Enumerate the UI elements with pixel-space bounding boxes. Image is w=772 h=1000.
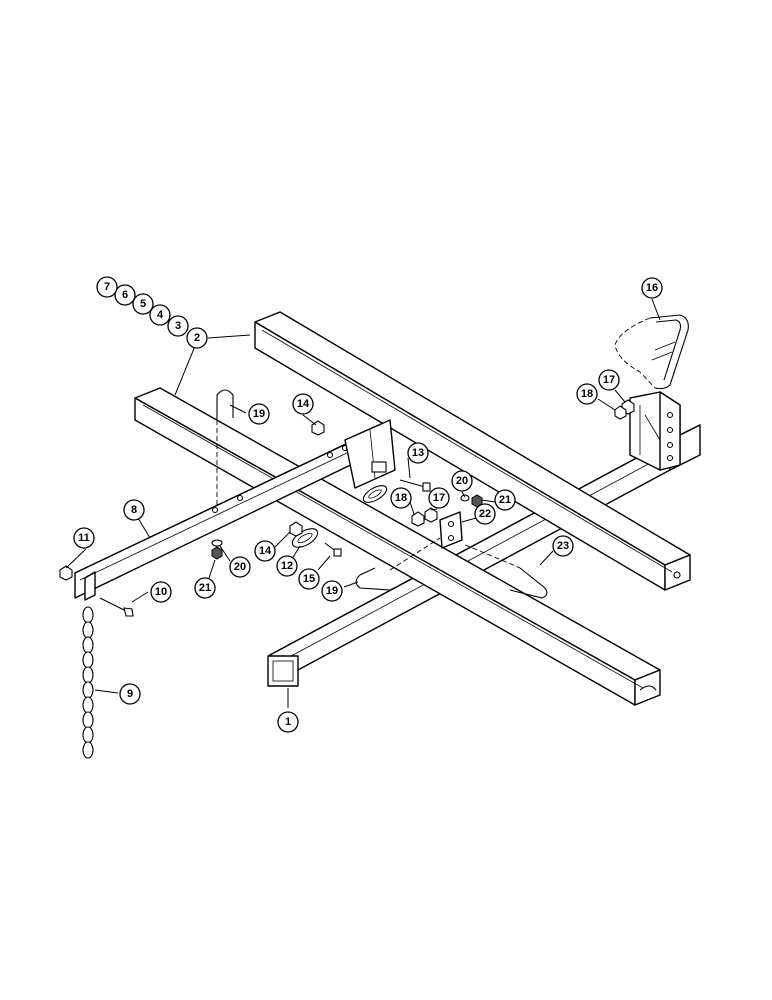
svg-text:14: 14	[259, 545, 272, 557]
hitch-bracket	[629, 391, 681, 471]
callout-21-upper: 21	[494, 489, 516, 511]
svg-text:20: 20	[234, 561, 246, 573]
svg-text:19: 19	[326, 585, 338, 597]
bolt-part-10	[99, 597, 134, 617]
callout-19-lower: 19	[321, 580, 343, 602]
svg-text:18: 18	[395, 492, 407, 504]
washer-part-20-lower	[211, 539, 223, 547]
bolt-part-13	[399, 479, 431, 492]
u-bolt-part-23	[464, 544, 548, 599]
svg-text:16: 16	[646, 282, 658, 294]
cross-tube-part-2-lower	[134, 387, 661, 706]
washer-part-20-upper	[460, 494, 470, 502]
hitch-pin-part-16	[614, 314, 689, 390]
nut-part-18-lower	[411, 511, 425, 527]
svg-text:1: 1	[285, 716, 291, 728]
svg-text:4: 4	[157, 309, 164, 321]
nut-part-21-lower	[211, 546, 223, 560]
svg-text:20: 20	[456, 475, 468, 487]
svg-text:9: 9	[127, 688, 133, 700]
leader-lines	[65, 298, 661, 708]
svg-text:10: 10	[155, 586, 167, 598]
svg-text:7: 7	[104, 281, 110, 293]
svg-text:6: 6	[122, 289, 128, 301]
svg-text:21: 21	[199, 582, 211, 594]
svg-text:8: 8	[131, 504, 137, 516]
callout-20-lower: 20	[229, 556, 251, 578]
nut-part-18-upper	[614, 405, 627, 420]
callout-18-upper: 18	[576, 383, 598, 405]
center-clamp-bracket	[344, 419, 396, 489]
svg-text:13: 13	[412, 447, 424, 459]
u-bolt-part-19-upper	[216, 389, 234, 505]
svg-text:15: 15	[303, 573, 315, 585]
svg-text:22: 22	[479, 508, 491, 520]
u-bolt-part-19-lower	[355, 537, 441, 591]
callout-9: 9	[119, 683, 141, 705]
safety-chain-part-9	[82, 606, 94, 759]
callout-22: 22	[474, 503, 496, 525]
nut-part-17-lower	[424, 507, 438, 523]
svg-text:5: 5	[140, 298, 146, 310]
callout-15: 15	[298, 568, 320, 590]
chain-link-center	[362, 485, 388, 503]
callout-19-upper: 19	[248, 403, 270, 425]
svg-text:23: 23	[557, 540, 569, 552]
callout-2: 2	[186, 327, 208, 349]
svg-text:2: 2	[194, 332, 200, 344]
callout-12: 12	[276, 555, 298, 577]
callout-16: 16	[641, 277, 663, 299]
svg-text:12: 12	[281, 560, 293, 572]
svg-text:21: 21	[499, 494, 511, 506]
svg-text:3: 3	[175, 320, 181, 332]
svg-text:11: 11	[78, 532, 90, 544]
callout-18-lower: 18	[390, 487, 412, 509]
nut-part-14-lower	[289, 521, 303, 537]
callout-4: 4	[149, 304, 171, 326]
callout-1: 1	[277, 711, 299, 733]
callout-14-lower: 14	[254, 540, 276, 562]
svg-text:17: 17	[603, 374, 615, 386]
callout-17-upper: 17	[598, 369, 620, 391]
callout-8: 8	[123, 499, 145, 521]
callout-7: 7	[96, 276, 118, 298]
callout-17-lower: 17	[428, 487, 450, 509]
callout-13: 13	[407, 442, 429, 464]
callout-14-upper: 14	[292, 393, 314, 415]
svg-text:17: 17	[433, 492, 445, 504]
callout-5: 5	[132, 293, 154, 315]
callout-6: 6	[114, 284, 136, 306]
svg-text:18: 18	[581, 388, 593, 400]
nut-part-11	[59, 565, 73, 581]
callout-21-lower: 21	[194, 577, 216, 599]
callout-23: 23	[552, 535, 574, 557]
plate-part-22	[439, 511, 463, 549]
callout-20-upper: 20	[451, 470, 473, 492]
bolt-part-15	[324, 542, 342, 557]
cross-tube-part-2-upper	[254, 311, 691, 591]
callout-10: 10	[150, 581, 172, 603]
svg-text:14: 14	[297, 398, 310, 410]
callout-11: 11	[73, 527, 95, 549]
callout-3: 3	[167, 315, 189, 337]
svg-text:19: 19	[253, 408, 265, 420]
